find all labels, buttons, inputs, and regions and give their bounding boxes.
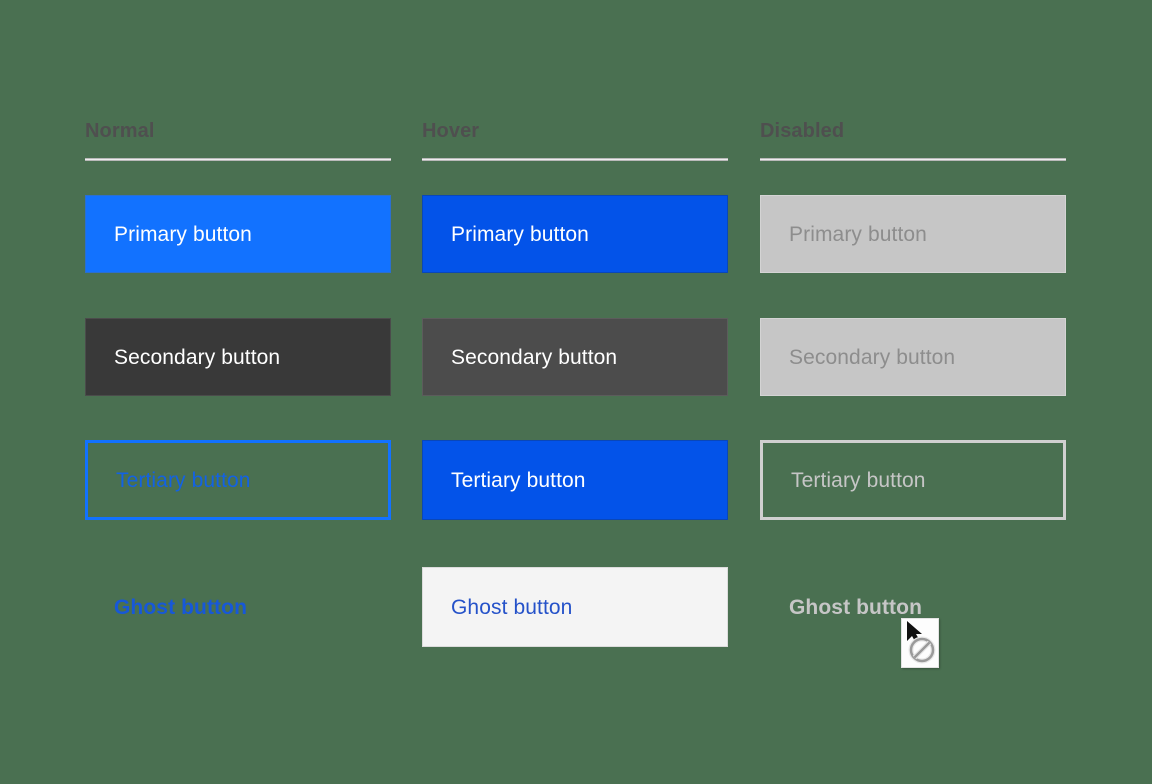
secondary-button-disabled: Secondary button: [760, 318, 1066, 396]
slot-primary-hover: Primary button: [422, 195, 728, 273]
slot-secondary-hover: Secondary button: [422, 318, 728, 396]
slot-ghost-disabled: Ghost button: [760, 567, 1066, 647]
column-normal: Normal Primary button Secondary button T…: [85, 120, 391, 618]
column-header-normal: Normal: [85, 120, 391, 161]
column-header-label: Hover: [422, 120, 480, 142]
slot-tertiary-normal: Tertiary button: [85, 440, 391, 520]
primary-button-disabled: Primary button: [760, 195, 1066, 273]
tertiary-button-disabled: Tertiary button: [760, 440, 1066, 520]
slot-tertiary-disabled: Tertiary button: [760, 440, 1066, 520]
slot-secondary-disabled: Secondary button: [760, 318, 1066, 396]
header-divider: [85, 158, 391, 161]
tertiary-button-normal[interactable]: Tertiary button: [85, 440, 391, 520]
no-drop-cursor: [901, 618, 939, 668]
slot-ghost-hover: Ghost button: [422, 567, 728, 647]
column-disabled: Disabled Primary button Secondary button…: [760, 120, 1066, 618]
ghost-button-disabled: Ghost button: [760, 581, 1066, 633]
header-divider: [760, 158, 1066, 161]
ghost-button-hover[interactable]: Ghost button: [422, 567, 728, 647]
slot-primary-normal: Primary button: [85, 195, 391, 273]
column-header-label: Normal: [85, 120, 155, 142]
secondary-button-normal[interactable]: Secondary button: [85, 318, 391, 396]
slot-primary-disabled: Primary button: [760, 195, 1066, 273]
secondary-button-hover[interactable]: Secondary button: [422, 318, 728, 396]
column-header-hover: Hover: [422, 120, 728, 161]
header-divider: [422, 158, 728, 161]
primary-button-hover[interactable]: Primary button: [422, 195, 728, 273]
slot-tertiary-hover: Tertiary button: [422, 440, 728, 520]
column-hover: Hover Primary button Secondary button Te…: [422, 120, 728, 647]
column-header-label: Disabled: [760, 120, 845, 142]
slot-secondary-normal: Secondary button: [85, 318, 391, 396]
primary-button-normal[interactable]: Primary button: [85, 195, 391, 273]
ghost-button-normal[interactable]: Ghost button: [85, 581, 391, 633]
column-header-disabled: Disabled: [760, 120, 1066, 161]
tertiary-button-hover[interactable]: Tertiary button: [422, 440, 728, 520]
slot-ghost-normal: Ghost button: [85, 567, 391, 647]
